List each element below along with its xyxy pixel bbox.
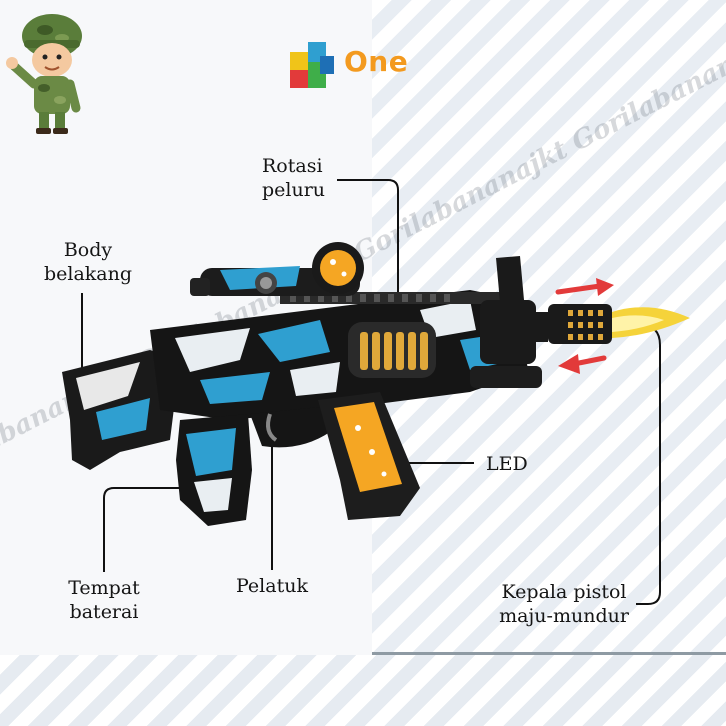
label-body-line1: Body: [63, 239, 113, 261]
label-kepala-line1: Kepala pistol: [501, 581, 627, 603]
striped-background-bottom: [0, 655, 726, 726]
label-rotasi-peluru: Rotasi peluru: [262, 154, 325, 202]
label-tempat-line1: Tempat: [68, 577, 140, 599]
divider-line: [372, 652, 726, 655]
label-kepala-pistol: Kepala pistol maju-mundur: [484, 580, 644, 628]
cube-logo-icon: [290, 42, 334, 88]
leader-line-rotasi: [337, 179, 399, 338]
label-led: LED: [486, 453, 528, 475]
soldier-mascot-icon: [6, 14, 82, 134]
brand-logo: One: [288, 42, 418, 92]
label-rotasi-line2: peluru: [262, 179, 326, 201]
recoil-arrows-icon: [555, 278, 614, 374]
label-rotasi-line1: Rotasi: [262, 155, 323, 177]
label-kepala-line2: maju-mundur: [499, 605, 629, 627]
label-body-line2: belakang: [43, 263, 133, 285]
label-tempat-line2: baterai: [69, 601, 139, 623]
toy-gun-illustration: [62, 242, 690, 526]
leader-line-tempat: [103, 487, 190, 572]
label-pelatuk: Pelatuk: [236, 575, 308, 597]
label-body-belakang: Body belakang: [40, 238, 136, 286]
brand-name: One: [344, 45, 409, 78]
leader-line-kepala: [636, 324, 661, 605]
label-tempat-baterai: Tempat baterai: [58, 576, 150, 624]
